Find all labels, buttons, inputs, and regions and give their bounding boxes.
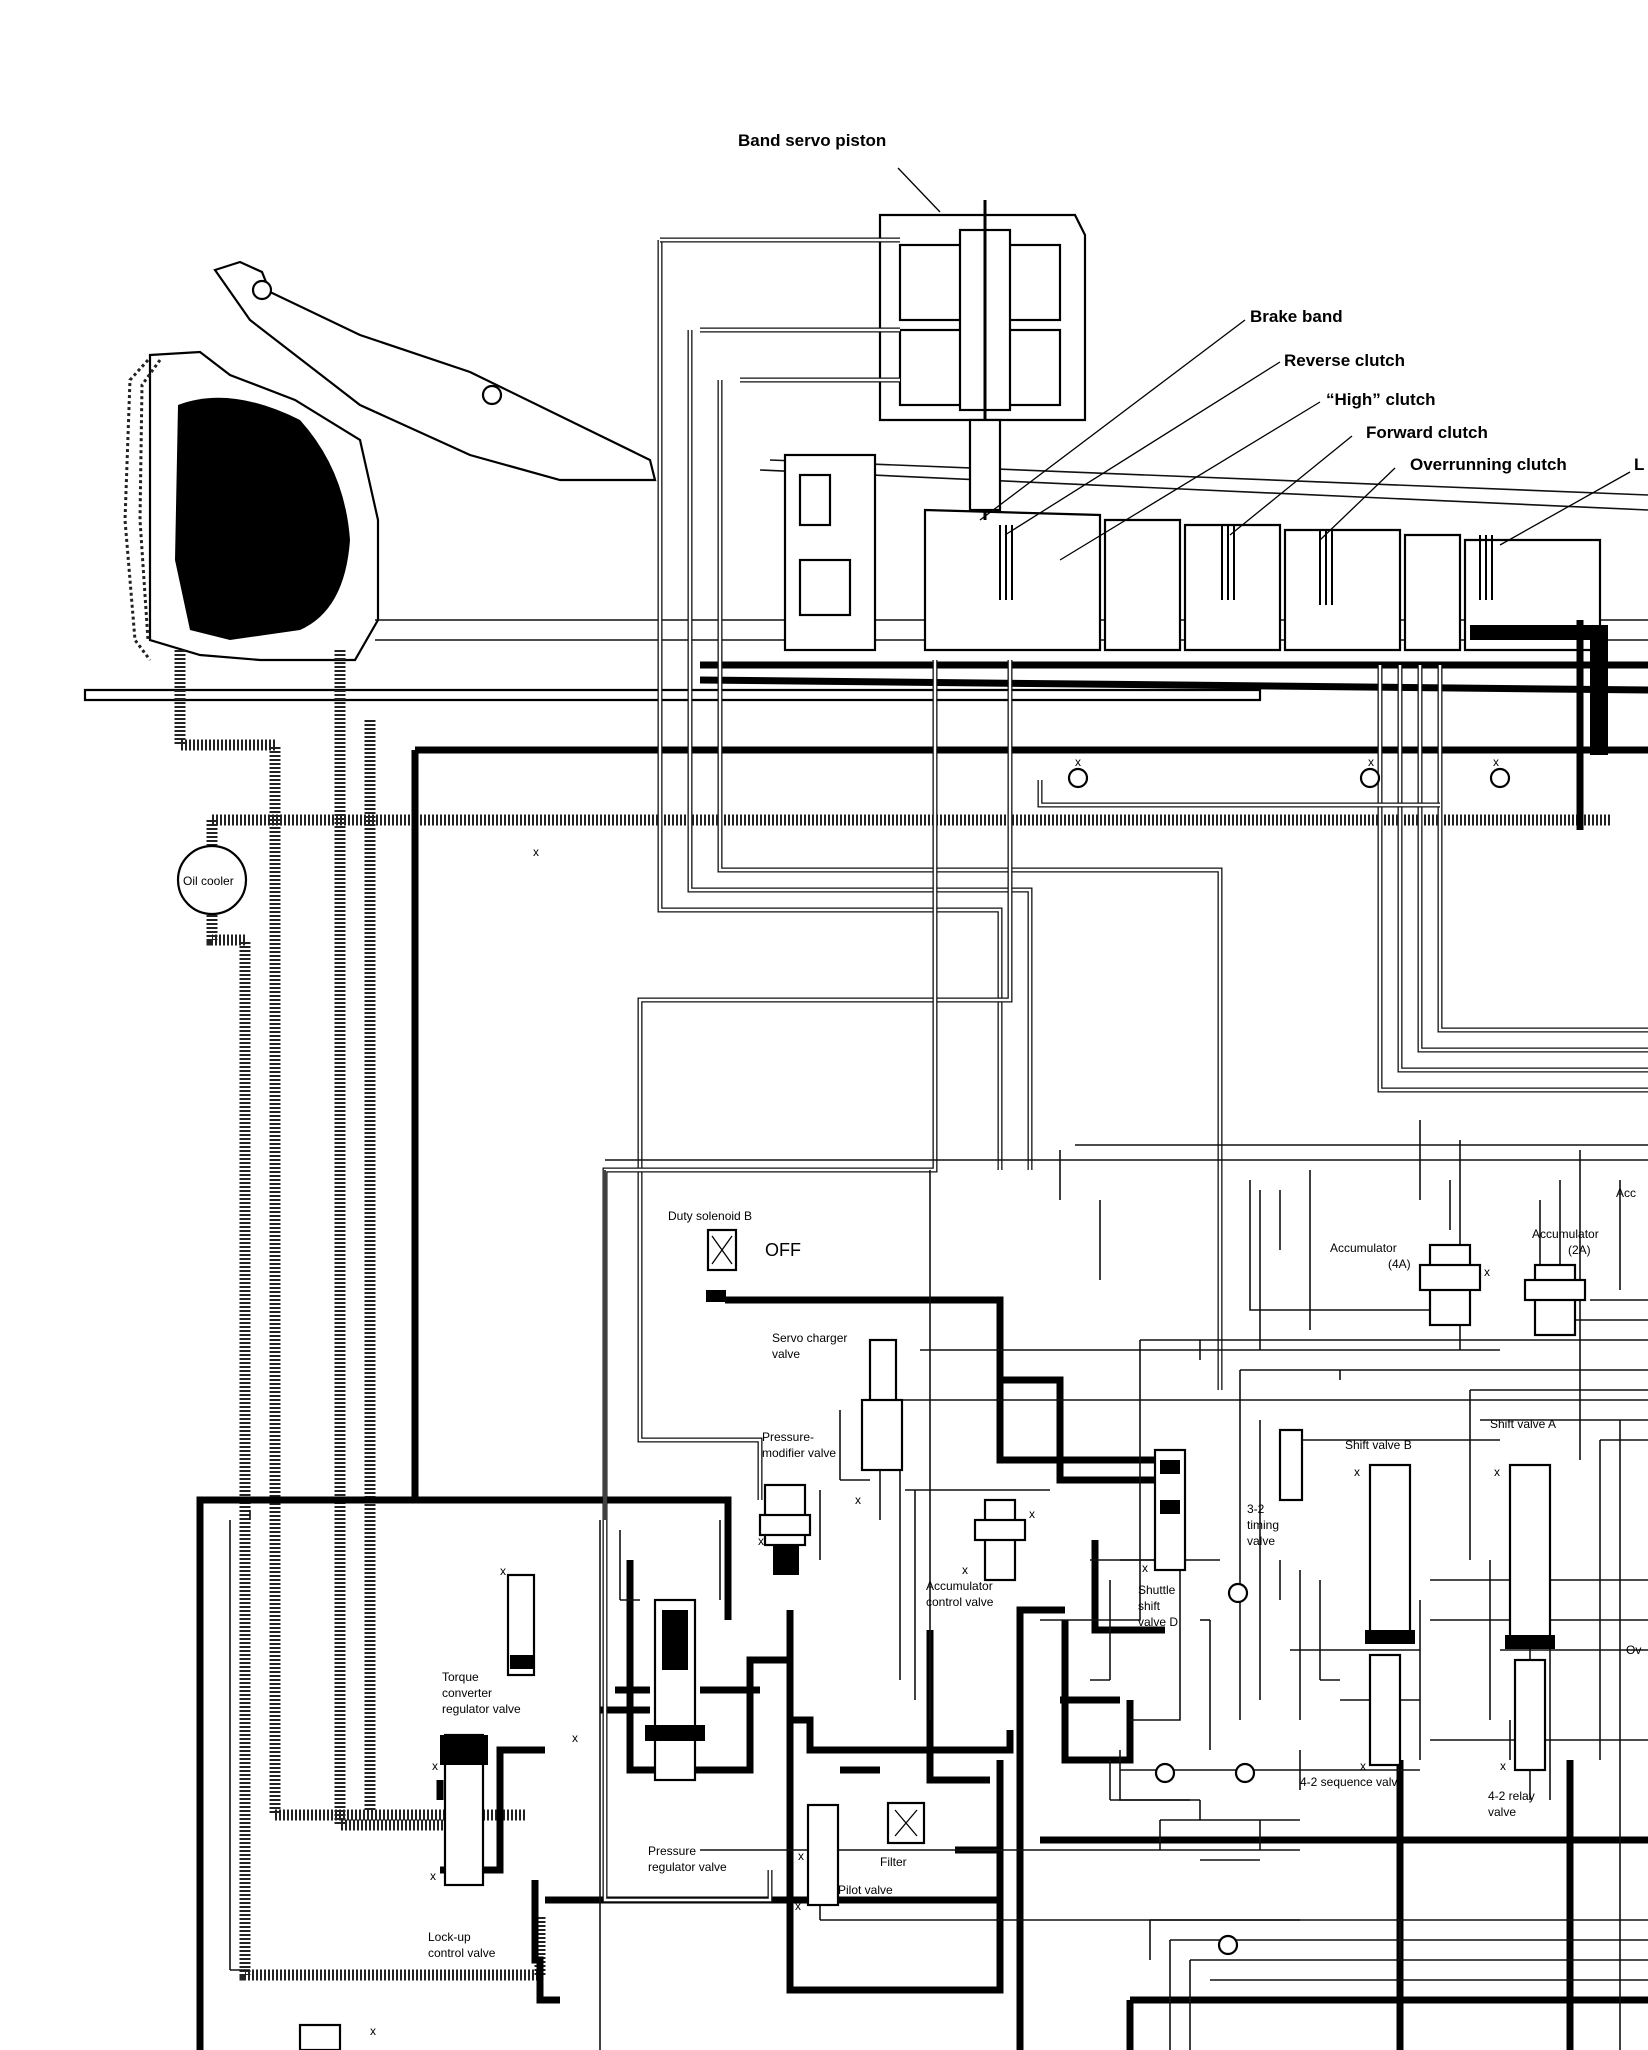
sequence-valve-42: [1368, 1653, 1402, 1767]
label-edge-l: L: [1634, 455, 1644, 474]
labels: Band servo piston Brake band Reverse clu…: [183, 131, 1644, 1960]
svg-text:x: x: [500, 1564, 506, 1578]
label-edge-ov: Ov: [1626, 1643, 1641, 1657]
label-shuttle-shift: shift: [1138, 1599, 1161, 1613]
svg-text:x: x: [572, 1731, 578, 1745]
label-brake-band: Brake band: [1250, 307, 1343, 326]
svg-text:x: x: [1484, 1265, 1490, 1279]
label-pilot-valve: Pilot valve: [838, 1883, 893, 1897]
accumulator-4a: [1418, 1243, 1482, 1327]
svg-text:x: x: [533, 845, 539, 859]
label-reverse-clutch: Reverse clutch: [1284, 351, 1405, 370]
svg-text:x: x: [758, 1534, 764, 1548]
svg-text:x: x: [1029, 1507, 1035, 1521]
filter: [886, 1801, 926, 1845]
label-accumulator-4a: Accumulator: [1330, 1241, 1397, 1255]
label-sequence-valve-42: 4-2 sequence valve: [1300, 1775, 1404, 1789]
label-pressure-regulator: Pressure: [648, 1844, 696, 1858]
shift-valve-a: [1505, 1463, 1555, 1649]
svg-text:x: x: [1075, 755, 1081, 769]
svg-text:x: x: [1354, 1465, 1360, 1479]
torque-converter-regulator-valve: [506, 1573, 536, 1677]
pressure-modifier-valve: [758, 1483, 812, 1575]
torque-converter: [83, 260, 1262, 702]
label-band-servo-piston: Band servo piston: [738, 131, 886, 150]
duty-solenoid-b: [706, 1228, 738, 1302]
valve-bodies: [176, 767, 1587, 2050]
label-shuttle-shift-valve-d: valve D: [1138, 1615, 1178, 1629]
svg-text:x: x: [1360, 1759, 1366, 1773]
leader-lines: [897, 167, 1631, 561]
label-shift-valve-b: Shift valve B: [1345, 1438, 1412, 1452]
label-accumulator-2a: Accumulator: [1532, 1227, 1599, 1241]
svg-text:x: x: [798, 1849, 804, 1863]
label-duty-solenoid-b: Duty solenoid B: [668, 1209, 752, 1223]
label-filter: Filter: [880, 1855, 907, 1869]
label-pressure-modifier: Pressure-: [762, 1430, 814, 1444]
label-forward-clutch: Forward clutch: [1366, 423, 1488, 442]
label-accumulator-control: Accumulator: [926, 1579, 993, 1593]
accumulator-control-valve: [973, 1498, 1027, 1582]
label-accumulator-4a-id: (4A): [1388, 1257, 1411, 1271]
relay-valve-42: [1513, 1658, 1547, 1772]
label-relay-42-valve: valve: [1488, 1805, 1516, 1819]
label-timing-valve: valve: [1247, 1534, 1275, 1548]
svg-text:x: x: [1500, 1759, 1506, 1773]
label-accumulator-2a-id: (2A): [1568, 1243, 1591, 1257]
label-lockup-control-valve: control valve: [428, 1946, 496, 1960]
transmission-casing: [375, 453, 1648, 755]
svg-text:x: x: [1493, 755, 1499, 769]
shift-valve-b: [1365, 1463, 1415, 1644]
label-solenoid-state: OFF: [765, 1240, 801, 1260]
shuttle-shift-valve-d: [1153, 1448, 1187, 1572]
label-high-clutch: “High” clutch: [1326, 390, 1436, 409]
label-timing-32: 3-2: [1247, 1502, 1265, 1516]
label-edge-acc: Acc: [1616, 1186, 1636, 1200]
label-relay-42: 4-2 relay: [1488, 1789, 1535, 1803]
label-timing: timing: [1247, 1518, 1279, 1532]
oil-cooler: [176, 844, 248, 916]
svg-text:x: x: [962, 1563, 968, 1577]
svg-text:x: x: [432, 1759, 438, 1773]
label-overrunning-clutch: Overrunning clutch: [1410, 455, 1567, 474]
svg-text:x: x: [1142, 1561, 1148, 1575]
label-shuttle: Shuttle: [1138, 1583, 1176, 1597]
label-torque: Torque: [442, 1670, 479, 1684]
servo-charger-valve: [860, 1338, 904, 1472]
svg-text:x: x: [430, 1869, 436, 1883]
label-pressure-modifier-valve: modifier valve: [762, 1446, 836, 1460]
lockup-control-valve: [440, 1733, 488, 1887]
label-lockup: Lock-up: [428, 1930, 471, 1944]
band-servo-piston-body: [878, 200, 1087, 520]
svg-text:x: x: [1368, 755, 1374, 769]
label-shift-valve-a: Shift valve A: [1490, 1417, 1556, 1431]
svg-text:x: x: [855, 1493, 861, 1507]
pilot-valve: [806, 1803, 840, 1907]
accumulator-2a: [1523, 1263, 1587, 1337]
label-torque-converter: converter: [442, 1686, 492, 1700]
hydraulic-lines: [174, 237, 1648, 2050]
pressure-regulator-valve: [645, 1598, 705, 1782]
timing-valve-32: [1278, 1428, 1304, 1502]
label-servo-charger: Servo charger: [772, 1331, 847, 1345]
label-accumulator-control-valve: control valve: [926, 1595, 994, 1609]
svg-text:x: x: [370, 2024, 376, 2038]
label-torque-converter-regulator-valve: regulator valve: [442, 1702, 521, 1716]
label-pressure-regulator-valve: regulator valve: [648, 1860, 727, 1874]
svg-text:x: x: [795, 1899, 801, 1913]
label-oil-cooler: Oil cooler: [183, 874, 234, 888]
svg-text:x: x: [1494, 1465, 1500, 1479]
label-servo-charger-valve: valve: [772, 1347, 800, 1361]
exhaust-markers: x x x x x x x x x x x x x x x x x x x x …: [370, 755, 1506, 2038]
